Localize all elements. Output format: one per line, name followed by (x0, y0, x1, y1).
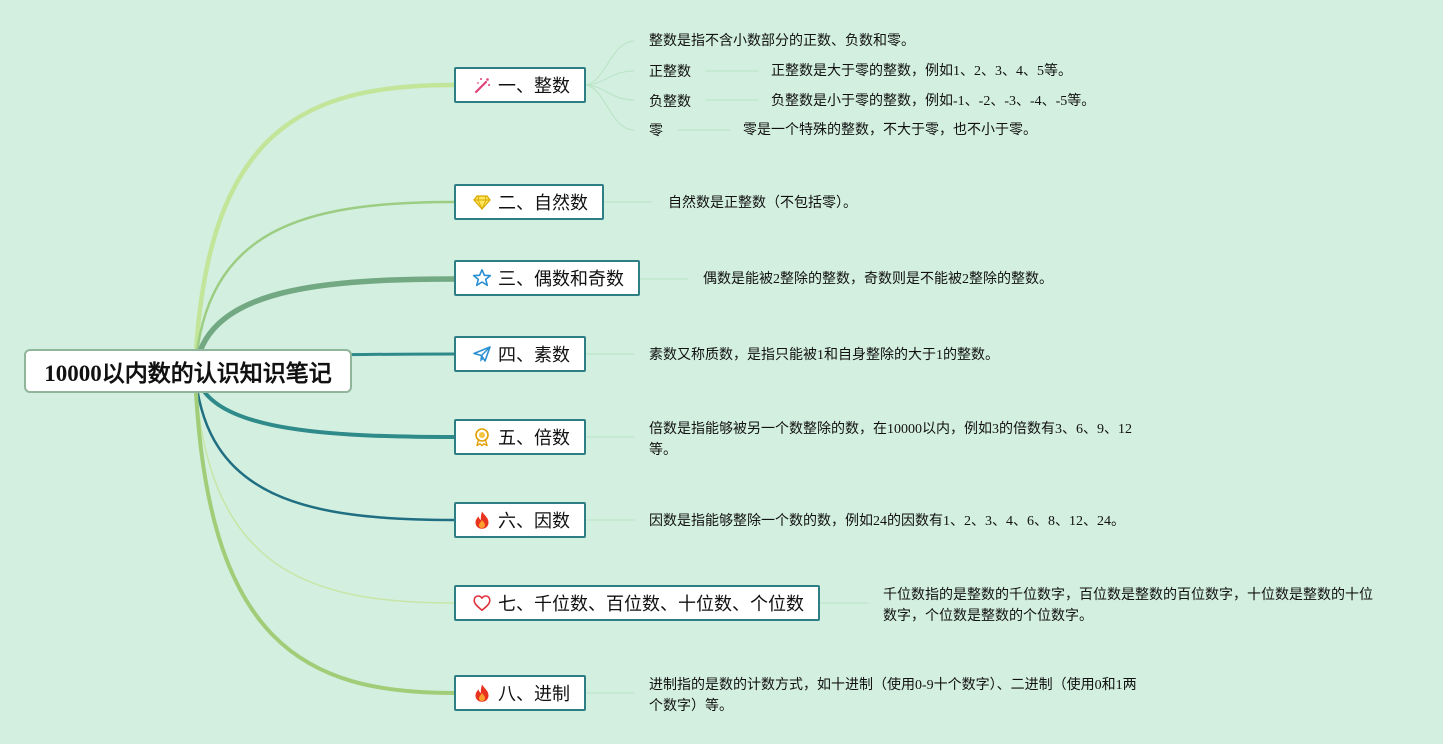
leaf-connector (583, 40, 635, 86)
note-even-odd: 偶数是能被2整除的整数，奇数则是不能被2整除的整数。 (703, 272, 1053, 287)
topic-label: 三、偶数和奇数 (498, 269, 624, 289)
topic-place-values[interactable]: 七、千位数、百位数、十位数、个位数 (454, 585, 820, 621)
subtopic-zero[interactable]: 零 (649, 122, 663, 138)
root-title: 10000以内数的认识知识笔记 (44, 361, 332, 386)
leaf-connector (583, 84, 635, 131)
note-natural-numbers: 自然数是正整数（不包括零）。 (668, 196, 857, 211)
branch-connector (192, 276, 457, 374)
note-factors: 因数是指能够整除一个数的数，例如24的因数有1、2、3、4、6、8、12、24。 (649, 514, 1125, 529)
branch-connector (192, 82, 457, 374)
note-multiples: 倍数是指能够被另一个数整除的数，在10000以内，例如3的倍数有3、6、9、12… (649, 422, 1132, 458)
topic-natural-numbers[interactable]: 二、自然数 (454, 184, 604, 220)
heart-icon (472, 593, 492, 613)
topic-label: 六、因数 (498, 511, 570, 531)
star-icon (472, 268, 492, 288)
topic-primes[interactable]: 四、素数 (454, 336, 586, 372)
topic-integers[interactable]: 一、整数 (454, 67, 586, 103)
branch-connector (194, 370, 455, 604)
note-numeral-systems: 进制指的是数的计数方式，如十进制（使用0-9十个数字）、二进制（使用0和1两个数… (649, 678, 1137, 714)
note-primes: 素数又称质数，是指只能被1和自身整除的大于1的整数。 (649, 348, 999, 363)
note-positive-integer: 正整数是大于零的整数，例如1、2、3、4、5等。 (771, 64, 1072, 79)
topic-multiples[interactable]: 五、倍数 (454, 419, 586, 455)
note-negative-integer: 负整数是小于零的整数，例如-1、-2、-3、-4、-5等。 (771, 94, 1096, 109)
topic-label: 八、进制 (498, 684, 570, 704)
note-place-values: 千位数指的是整数的千位数字，百位数是整数的百位数字，十位数是整数的十位数字，个位… (883, 588, 1373, 624)
fire-icon (472, 683, 492, 703)
topic-label: 四、素数 (498, 345, 570, 365)
branch-connector (193, 369, 456, 522)
topic-label: 七、千位数、百位数、十位数、个位数 (498, 594, 804, 614)
note-zero: 零是一个特殊的整数，不大于零，也不小于零。 (743, 123, 1037, 138)
leaf-connector (583, 70, 635, 86)
diamond-icon (472, 192, 492, 212)
branch-connector (193, 369, 456, 695)
magic-wand-icon (472, 75, 492, 95)
subtopic-positive-integer[interactable]: 正整数 (649, 63, 691, 79)
award-medal-icon (472, 427, 492, 447)
fire-icon (472, 510, 492, 530)
topic-numeral-systems[interactable]: 八、进制 (454, 675, 586, 711)
root-topic[interactable]: 10000以内数的认识知识笔记 (24, 349, 352, 393)
topic-label: 一、整数 (498, 76, 570, 96)
topic-even-odd[interactable]: 三、偶数和奇数 (454, 260, 640, 296)
topic-label: 五、倍数 (498, 428, 570, 448)
topic-factors[interactable]: 六、因数 (454, 502, 586, 538)
topic-label: 二、自然数 (498, 193, 588, 213)
subtopic-negative-integer[interactable]: 负整数 (649, 93, 691, 109)
branch-connector (193, 200, 456, 373)
paper-plane-icon (472, 344, 492, 364)
note-integers: 整数是指不含小数部分的正数、负数和零。 (649, 34, 915, 49)
